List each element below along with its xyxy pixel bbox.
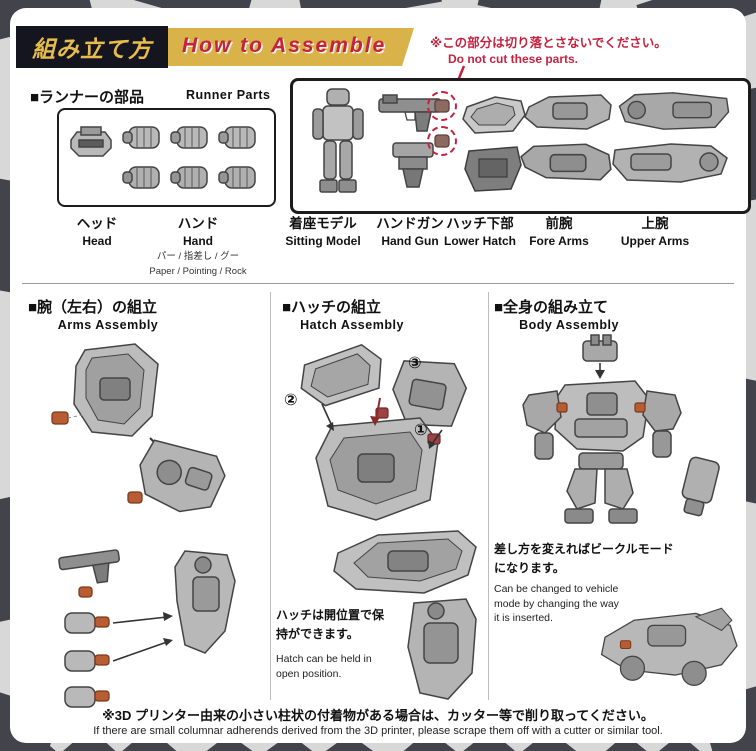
part-label-fore-arms: 前腕 Fore Arms: [529, 216, 589, 248]
hand-part-illustration: [170, 166, 208, 189]
do-not-cut-warning-jp: ※この部分は切り落とさないでください。: [430, 36, 667, 50]
hatch-assembly-exploded-illustration: [300, 343, 468, 521]
hand-part-illustration: [122, 166, 160, 189]
runner-parts-heading-en: Runner Parts: [186, 88, 271, 102]
forearm-part-illustration: [524, 94, 612, 130]
instruction-sheet: 組み立て方 How to Assemble ※この部分は切り落とさないでください…: [10, 8, 751, 743]
lower-hatch-illustration: [464, 146, 522, 192]
hatch-step-2-label: ②: [284, 392, 298, 409]
hatch-step-3-label: ③: [408, 355, 422, 372]
vehicle-mode-illustration: [600, 607, 738, 686]
do-not-cut-circle: [427, 91, 457, 121]
body-assembly-illustration: [522, 334, 720, 524]
part-label-upper-arms: 上腕 Upper Arms: [620, 216, 690, 248]
hatch-closed-illustration: [333, 530, 477, 700]
hatch-canopy-illustration: [462, 96, 526, 134]
upper-arm-part-illustration: [618, 92, 730, 130]
part-label-lower-hatch: ハッチ下部 Lower Hatch: [443, 216, 516, 248]
hand-part-illustration: [218, 126, 256, 149]
sitting-model-illustration: [312, 88, 364, 193]
forearm-part-illustration: [520, 143, 612, 181]
hand-part-illustration: [170, 126, 208, 149]
handgun-illustration: [378, 94, 442, 132]
head-part-illustration: [70, 126, 112, 157]
arms-assembly-step1-illustration: [51, 343, 226, 513]
arms-assembly-heading-jp: ■腕（左右）の組立: [28, 299, 158, 316]
section-divider: [22, 283, 734, 284]
hatch-note-jp: ハッチは開位置で保持ができます。: [276, 608, 385, 641]
runner-box-head-hands: [57, 108, 276, 207]
part-label-sitting-model: 着座モデル Sitting Model: [285, 216, 361, 248]
runner-box-body-parts: [290, 78, 751, 214]
runner-parts-heading-jp: ■ランナーの部品: [30, 89, 145, 106]
arms-assembly-step2-illustration: [58, 549, 236, 708]
page-title-en: How to Assemble: [182, 34, 387, 57]
hand-part-illustration: [122, 126, 160, 149]
upper-arm-part-illustration: [612, 143, 728, 183]
part-label-head: ヘッド Head: [76, 216, 118, 248]
footer-note-en: If there are small columnar adherends de…: [93, 725, 663, 737]
body-assembly-heading-jp: ■全身の組み立て: [494, 299, 609, 316]
title-box: 組み立て方: [16, 26, 168, 68]
body-note-en: Can be changed to vehicle mode by changi…: [494, 583, 619, 625]
page-title-jp: 組み立て方: [32, 36, 152, 62]
hatch-assembly-heading-en: Hatch Assembly: [300, 318, 404, 332]
do-not-cut-warning-en: Do not cut these parts.: [448, 52, 579, 66]
part-label-hand: ハンド Hand パー / 指差し / グー Paper / Pointing …: [149, 216, 247, 278]
column-divider: [270, 292, 271, 700]
hatch-step-1-label: ①: [414, 422, 428, 439]
do-not-cut-circle: [427, 126, 457, 156]
footer-note-jp: ※3D プリンター由来の小さい柱状の付着物がある場合は、カッター等で削り取ってく…: [102, 708, 654, 723]
hand-part-illustration: [218, 166, 256, 189]
column-divider: [488, 292, 489, 700]
hatch-note-en: Hatch can be held in open position.: [276, 653, 372, 680]
hatch-assembly-heading-jp: ■ハッチの組立: [282, 299, 382, 316]
gun-bracket-illustration: [392, 142, 434, 188]
body-note-jp: 差し方を変えればビークルモードになります。: [494, 542, 674, 575]
body-assembly-heading-en: Body Assembly: [519, 318, 619, 332]
arms-assembly-heading-en: Arms Assembly: [57, 318, 159, 332]
part-label-hand-gun: ハンドガン Hand Gun: [376, 216, 444, 248]
